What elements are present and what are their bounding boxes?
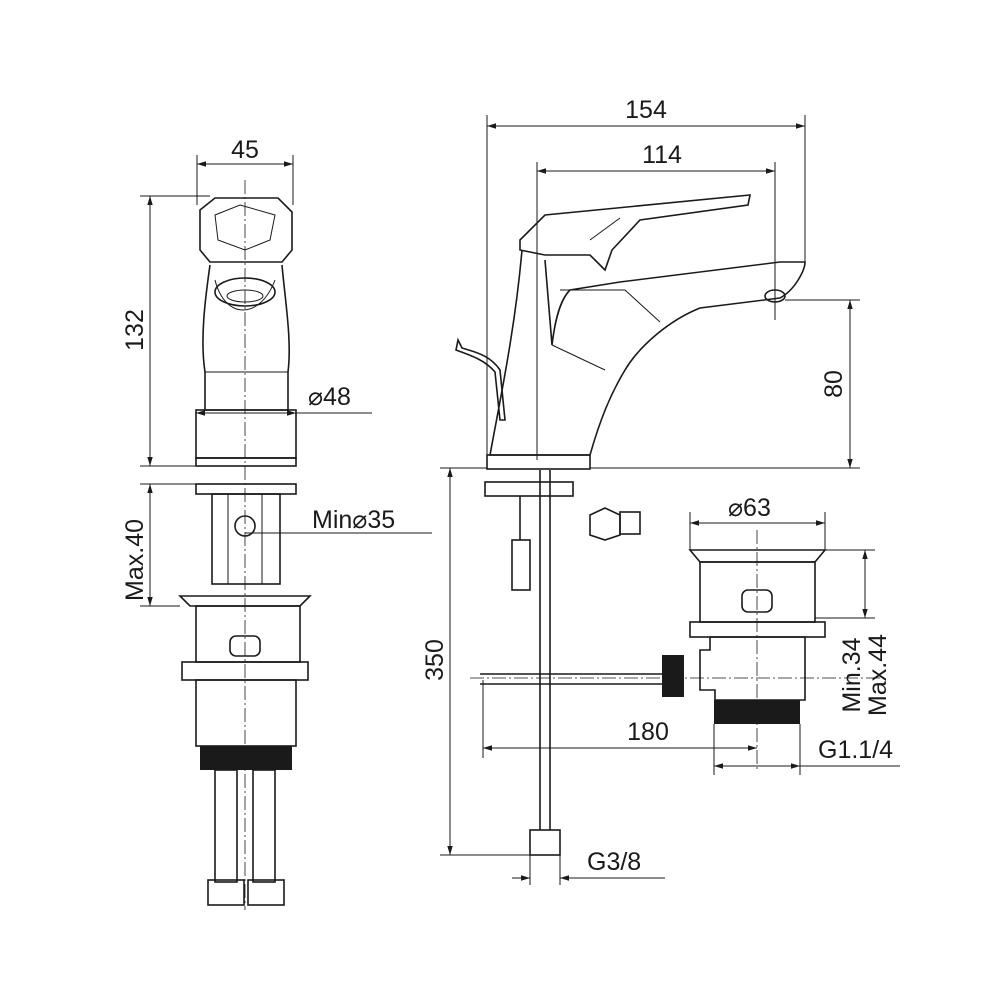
overflow-slot	[229, 635, 261, 657]
lever-line	[589, 217, 621, 241]
dim-label-45: 45	[231, 136, 259, 164]
waste-thread	[200, 746, 292, 770]
waste-body-top	[195, 605, 301, 663]
dim-label-132: 132	[121, 309, 149, 351]
washer-side	[484, 481, 574, 497]
dim-label-154: 154	[625, 96, 667, 124]
front-view: 45 132 ⌀48 Max.40 Min⌀35	[121, 136, 432, 910]
dim-label-g114: G1.1/4	[818, 736, 893, 764]
waste-body	[195, 679, 297, 747]
side-view: 154 114 80 350 ⌀63 Min.34 Max.44 180	[421, 96, 900, 885]
dim-label-48: ⌀48	[308, 383, 351, 411]
rod-nut	[662, 655, 684, 697]
dim-label-80: 80	[820, 370, 848, 398]
dim-label-g38: G3/8	[587, 848, 641, 876]
dim-label-114: 114	[642, 141, 682, 169]
hose-left	[214, 769, 238, 883]
hose-nut-side	[529, 829, 561, 856]
body	[202, 264, 290, 411]
spout-body	[489, 249, 806, 456]
waste-body-top-side	[699, 561, 816, 623]
spout-line	[560, 289, 661, 323]
waste-thread-side	[714, 700, 800, 724]
dim-label-63: ⌀63	[728, 494, 771, 522]
dim-label-350: 350	[421, 639, 449, 681]
waste-nut-side	[689, 621, 826, 638]
base	[195, 409, 297, 459]
aerator	[214, 277, 276, 307]
dim-label-max40: Max.40	[121, 519, 149, 601]
waste-flange-side	[688, 549, 827, 563]
overflow-slot-side	[741, 589, 773, 613]
handle-facet	[214, 204, 276, 251]
mounting-bolt	[234, 515, 256, 537]
mounting-washer	[195, 483, 297, 495]
rod-clip-end	[619, 511, 641, 535]
rod-clip	[589, 507, 621, 541]
aerator-inner	[226, 289, 264, 303]
handle-cap	[199, 197, 293, 263]
hose-nut-right	[247, 879, 285, 906]
hose-right	[252, 769, 276, 883]
lever-handle	[519, 194, 751, 272]
dim-label-180: 180	[627, 718, 669, 746]
base-ring	[195, 457, 297, 467]
body-line	[551, 344, 606, 371]
waste-body-side	[699, 636, 806, 701]
dim-label-min34: Min.34	[838, 637, 866, 712]
hose-nut-left	[207, 879, 245, 906]
mounting-shank	[211, 493, 281, 585]
popup-rod	[455, 337, 506, 421]
rod-clamp	[511, 539, 531, 591]
spout-curve	[214, 279, 276, 311]
dim-label-min35: Min⌀35	[312, 506, 395, 534]
base-side	[486, 454, 591, 470]
dim-label-max44: Max.44	[864, 634, 892, 716]
